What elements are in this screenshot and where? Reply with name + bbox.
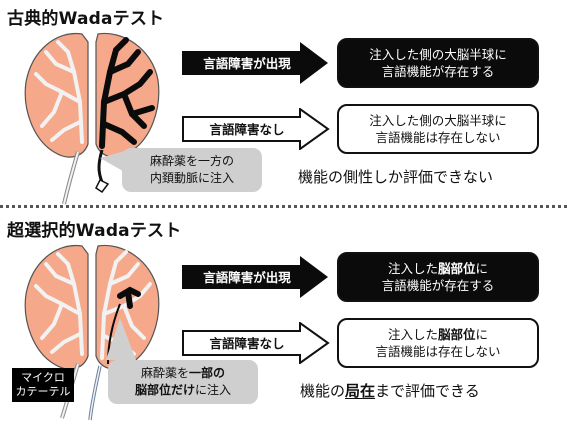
callout-classic: 麻酔薬を一方の 内頚動脈に注入	[122, 148, 262, 192]
section-divider	[0, 205, 567, 208]
microcatheter-label: マイクロ カテーテル	[12, 368, 74, 402]
arrow-no-selective	[182, 322, 330, 364]
conclusion-classic: 機能の側性しか評価できない	[298, 168, 494, 186]
conclusion-selective-pre: 機能の	[300, 382, 346, 400]
result-yes-selective-bold: 脳部位	[437, 261, 476, 276]
microcatheter-label-line1: マイクロ	[21, 371, 65, 384]
selective-title: 超選択的Wadaテスト	[7, 221, 182, 241]
callout-selective: 麻酔薬を一部の 脳部位だけに注入	[108, 360, 258, 404]
result-no-selective: 注入した脳部位に 言語機能は存在しない	[337, 318, 539, 368]
result-yes-classic-line2: 言語機能が存在する	[381, 64, 495, 79]
result-no-selective-pre: 注入した	[387, 327, 438, 342]
result-no-selective-post: に	[475, 327, 489, 342]
conclusion-selective: 機能の局在まで評価できる	[300, 380, 480, 401]
result-no-selective-line2: 言語機能は存在しない	[375, 344, 501, 359]
brain-illustration-classic	[24, 32, 160, 205]
callout-pointer-selective	[106, 318, 136, 360]
result-no-selective-bold: 脳部位	[437, 327, 476, 342]
conclusion-selective-bold: 局在	[345, 382, 376, 400]
result-no-classic: 注入した側の大脳半球に 言語機能は存在しない	[337, 104, 539, 154]
arrow-no-classic-label: 言語障害なし	[209, 122, 285, 137]
arrow-yes-selective-label: 言語障害が出現	[203, 270, 291, 285]
callout-pointer-classic	[100, 150, 128, 174]
callout-selective-bold1: 一部の	[189, 366, 226, 380]
conclusion-selective-post: まで評価できる	[375, 382, 480, 400]
callout-classic-line2: 内頚動脈に注入	[149, 171, 234, 185]
callout-selective-line1: 麻酔薬を一部の	[141, 365, 225, 382]
result-yes-selective-line1: 注入した脳部位に	[388, 260, 488, 277]
brain-illustration-selective	[24, 244, 160, 421]
arrow-no-selective-label: 言語障害なし	[209, 336, 285, 351]
callout-selective-pre: 麻酔薬を	[140, 366, 189, 380]
result-yes-selective: 注入した脳部位に 言語機能が存在する	[337, 252, 539, 302]
arrow-yes-classic-label: 言語障害が出現	[203, 56, 291, 71]
result-no-selective-line1: 注入した脳部位に	[388, 326, 488, 343]
arrow-no-classic	[182, 108, 330, 150]
callout-selective-bold2: 脳部位だけ	[134, 383, 195, 397]
classic-title: 古典的Wadaテスト	[7, 9, 165, 29]
result-yes-selective-pre: 注入した	[387, 261, 438, 276]
arrow-yes-classic	[182, 42, 328, 84]
result-yes-classic-line1: 注入した側の大脳半球に	[369, 47, 507, 62]
microcatheter-label-line2: カテーテル	[15, 385, 71, 398]
result-yes-selective-post: に	[475, 261, 489, 276]
result-yes-classic: 注入した側の大脳半球に 言語機能が存在する	[337, 38, 539, 88]
arrow-yes-selective	[182, 256, 328, 298]
result-yes-selective-line2: 言語機能が存在する	[381, 278, 495, 293]
result-no-classic-line1: 注入した側の大脳半球に	[369, 113, 507, 128]
callout-selective-line2: 脳部位だけに注入	[135, 382, 231, 399]
callout-classic-line1: 麻酔薬を一方の	[149, 154, 234, 168]
callout-selective-post: に注入	[195, 383, 232, 397]
result-no-classic-line2: 言語機能は存在しない	[375, 130, 501, 145]
